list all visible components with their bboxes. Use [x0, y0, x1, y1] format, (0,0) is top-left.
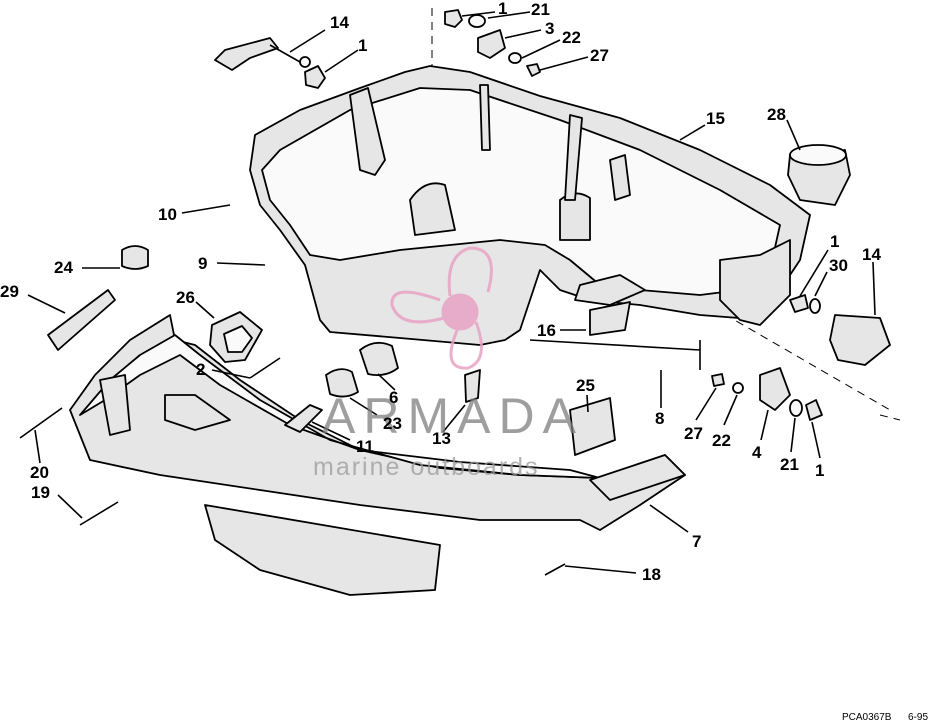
callout-1-top: 1: [498, 0, 507, 18]
watermark-title: ARMADA: [322, 388, 584, 444]
callout-29: 29: [0, 282, 19, 301]
callout-25: 25: [576, 376, 595, 395]
small-parts: [19, 9, 891, 576]
watermark-subtitle: marine outboards: [313, 453, 540, 481]
figure-date: 6-95: [908, 712, 928, 723]
callout-27-top: 27: [590, 46, 609, 65]
watermark: ARMADA marine outboards: [313, 246, 584, 481]
callout-1-right: 1: [830, 232, 839, 251]
callout-26: 26: [176, 288, 195, 307]
callout-labels: 14 1 1 21 3 22 27 15 28 10 9 24 29 26 2 …: [0, 0, 881, 584]
callout-11: 11: [356, 437, 374, 456]
callout-10: 10: [158, 205, 177, 224]
callout-14-right: 14: [862, 245, 881, 264]
footer: PCA0367B 6-95: [842, 712, 928, 723]
callout-16: 16: [537, 321, 556, 340]
callout-13: 13: [432, 429, 451, 448]
callout-7: 7: [692, 532, 701, 551]
callout-2: 2: [196, 360, 205, 379]
callout-20: 20: [30, 463, 49, 482]
callout-28: 28: [767, 105, 786, 124]
upper-pan: [249, 65, 811, 346]
callout-22-top: 22: [562, 28, 581, 47]
callout-24: 24: [54, 258, 73, 277]
propeller-logo: [390, 246, 493, 370]
callout-1-left: 1: [358, 36, 367, 55]
callout-18: 18: [642, 565, 661, 584]
callout-9: 9: [198, 254, 207, 273]
figure-code: PCA0367B: [842, 712, 892, 723]
lower-pan: [69, 314, 686, 596]
leader-lines: [27, 11, 876, 574]
callout-19: 19: [31, 483, 50, 502]
callout-22-bottom: 22: [712, 431, 731, 450]
callout-14-top: 14: [330, 13, 349, 32]
callout-27-bottom: 27: [684, 424, 703, 443]
callout-3: 3: [545, 19, 554, 38]
callout-1-bottom: 1: [815, 461, 824, 480]
callout-30: 30: [829, 256, 848, 275]
callout-21-bottom: 21: [780, 455, 799, 474]
callout-21-top: 21: [531, 0, 550, 19]
callout-8: 8: [655, 409, 664, 428]
callout-6: 6: [389, 388, 398, 407]
callout-4: 4: [752, 443, 762, 462]
callout-23: 23: [383, 414, 402, 433]
callout-15: 15: [706, 109, 725, 128]
